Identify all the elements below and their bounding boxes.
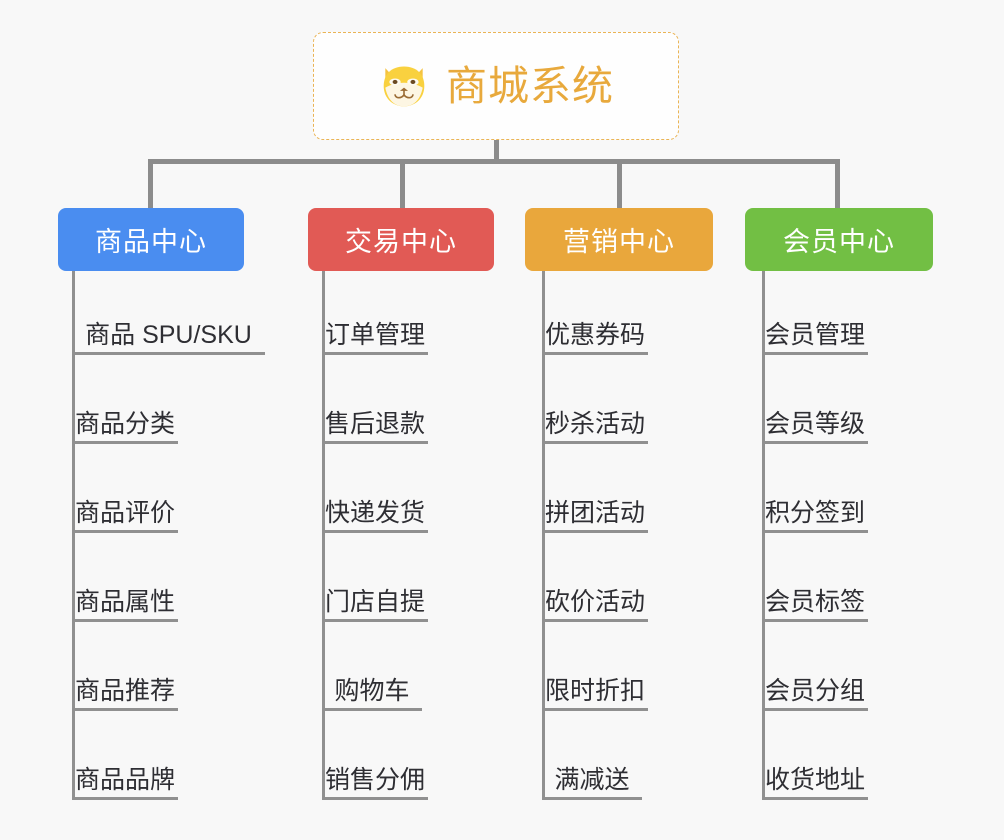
leaf-label: 限时折扣 — [544, 676, 645, 705]
leaf-label: 商品推荐 — [74, 676, 175, 705]
leaf-underline — [762, 708, 868, 711]
leaf-label: 购物车 — [334, 676, 410, 705]
connector-drop-3 — [617, 159, 622, 208]
leaf-underline — [322, 352, 428, 355]
leaf-underline — [72, 441, 178, 444]
connector-drop-1 — [148, 159, 153, 208]
leaf-underline — [322, 708, 422, 711]
leaf-underline — [72, 352, 265, 355]
leaf-underline — [762, 441, 868, 444]
leaf-label: 订单管理 — [324, 320, 425, 349]
leaf-underline — [72, 619, 178, 622]
leaf-label: 商品 SPU/SKU — [85, 320, 252, 349]
category-label: 交易中心 — [345, 227, 457, 257]
branch-spine — [322, 271, 325, 800]
leaf-underline — [542, 530, 648, 533]
connector-drop-2 — [400, 159, 405, 208]
leaf-label: 收货地址 — [764, 765, 865, 794]
leaf-underline — [72, 530, 178, 533]
leaf-label: 会员分组 — [764, 676, 865, 705]
category-node-1[interactable]: 商品中心 — [58, 208, 244, 271]
leaf-label: 快递发货 — [324, 498, 425, 527]
leaf-underline — [762, 619, 868, 622]
category-label: 会员中心 — [783, 227, 895, 257]
leaf-label: 优惠券码 — [544, 320, 645, 349]
leaf-label: 商品品牌 — [74, 765, 175, 794]
leaf-label: 门店自提 — [324, 587, 425, 616]
root-title: 商城系统 — [446, 62, 614, 109]
leaf-underline — [72, 708, 178, 711]
leaf-underline — [542, 441, 648, 444]
branch-spine — [72, 271, 75, 800]
leaf-underline — [542, 708, 648, 711]
branch-spine — [762, 271, 765, 800]
connector-drop-4 — [835, 159, 840, 208]
category-node-2[interactable]: 交易中心 — [308, 208, 494, 271]
category-node-3[interactable]: 营销中心 — [525, 208, 713, 271]
leaf-underline — [322, 619, 428, 622]
leaf-label: 积分签到 — [764, 498, 865, 527]
leaf-label: 商品属性 — [74, 587, 175, 616]
leaf-underline — [542, 619, 648, 622]
leaf-label: 商品分类 — [74, 409, 175, 438]
category-node-4[interactable]: 会员中心 — [745, 208, 933, 271]
category-label: 营销中心 — [563, 227, 675, 257]
leaf-label: 会员管理 — [764, 320, 865, 349]
leaf-label: 砍价活动 — [544, 587, 645, 616]
root-node[interactable]: 商城系统 — [313, 32, 679, 140]
category-label: 商品中心 — [95, 227, 207, 257]
leaf-underline — [322, 797, 428, 800]
leaf-label: 会员等级 — [764, 409, 865, 438]
leaf-label: 满减送 — [554, 765, 630, 794]
leaf-underline — [542, 797, 642, 800]
leaf-underline — [762, 530, 868, 533]
leaf-label: 秒杀活动 — [544, 409, 645, 438]
leaf-underline — [762, 352, 868, 355]
leaf-label: 拼团活动 — [544, 498, 645, 527]
leaf-underline — [72, 797, 178, 800]
leaf-label: 销售分佣 — [324, 765, 425, 794]
leaf-label: 售后退款 — [324, 409, 425, 438]
leaf-label: 商品评价 — [74, 498, 175, 527]
branch-spine — [542, 271, 545, 800]
leaf-label: 会员标签 — [764, 587, 865, 616]
connector-bus — [148, 159, 838, 164]
leaf-underline — [322, 530, 428, 533]
leaf-underline — [762, 797, 868, 800]
leaf-underline — [322, 441, 428, 444]
leaf-underline — [542, 352, 648, 355]
shiba-dog-face-icon — [378, 60, 430, 112]
connector-root-stem — [494, 140, 499, 162]
